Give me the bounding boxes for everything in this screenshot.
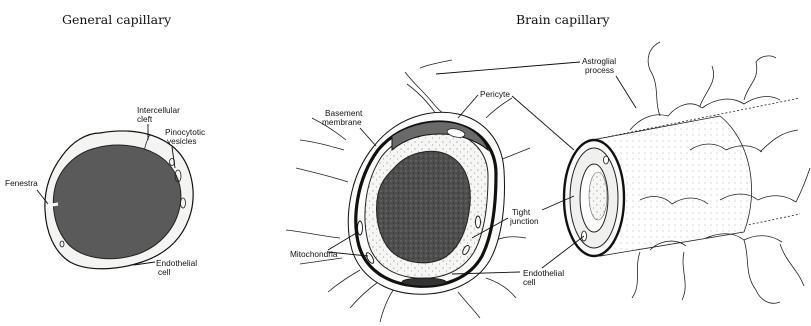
- brain-capillary-title: Brain capillary: [516, 12, 611, 27]
- tight-junction-label-2: junction: [509, 216, 539, 226]
- astroglial-process-label-2: process: [585, 65, 614, 75]
- fenestra-label: Fenestra: [5, 178, 38, 188]
- brain-endothelial-cell-label-2: cell: [523, 277, 536, 287]
- intercellular-cleft-label-2: cleft: [137, 114, 153, 124]
- general-capillary-title: General capillary: [62, 12, 172, 27]
- pericyte-label: Pericyte: [480, 89, 510, 99]
- general-capillary-drawing: Intercellular cleft Pinocytotic vesicles…: [5, 105, 205, 277]
- basement-membrane-label-2: membrane: [322, 117, 362, 127]
- general-endothelial-cell-label-2: cell: [158, 267, 171, 277]
- brain-capillary-drawing: Astroglial process Pericyte Basement mem…: [286, 42, 810, 322]
- mitochondria-label: Mitochondria: [290, 249, 338, 259]
- capillary-tube: [564, 42, 810, 303]
- pinocytotic-vesicles-label-2: vesicles: [167, 136, 197, 146]
